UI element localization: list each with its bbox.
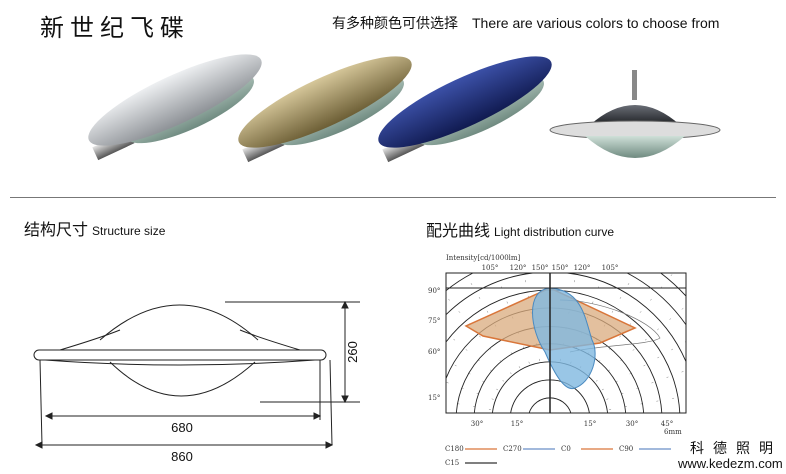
top-angle-label: 150°	[532, 264, 549, 272]
legend-label: C15	[445, 459, 459, 467]
polar-grid-arc	[445, 289, 681, 414]
polar-grid-ray	[606, 370, 687, 400]
dim-height-label: 260	[345, 341, 360, 363]
bottom-angle-label: 45°	[661, 420, 673, 428]
structure-title-en: Structure size	[92, 224, 166, 238]
legend-item: C15	[445, 459, 497, 467]
legend-label: C90	[619, 445, 633, 453]
legend-item: C90	[619, 445, 671, 453]
legend-item: C180	[445, 445, 497, 453]
polar-grid-ray	[595, 305, 687, 382]
intensity-label: Intensity[cd/1000lm]	[446, 254, 521, 262]
website-url[interactable]: www.kedezm.com	[678, 456, 783, 471]
left-angle-label: 15°	[428, 394, 440, 402]
legend-item: C270	[503, 445, 555, 453]
polar-grid-ray	[601, 341, 687, 391]
legend-item: C0	[561, 445, 613, 453]
legend-label: C270	[503, 445, 522, 453]
product-images	[88, 54, 721, 163]
unit-label: 6mm	[664, 428, 682, 436]
top-angle-label: 120°	[574, 264, 591, 272]
top-angle-label: 120°	[510, 264, 527, 272]
structure-drawing: 260 680 860	[33, 300, 360, 464]
polar-grid-arc	[660, 272, 687, 297]
polar-grid-ray	[445, 382, 494, 400]
lamp-silver	[88, 54, 262, 161]
polar-grid-ray	[445, 359, 499, 391]
polar-grid-arc	[626, 272, 687, 326]
legend-label: C0	[561, 445, 571, 453]
bottom-angle-label: 15°	[511, 420, 523, 428]
left-angle-label: 90°	[428, 287, 440, 295]
polar-grid-arc	[567, 272, 687, 362]
polar-grid-ray	[445, 295, 512, 375]
structure-title-cn: 结构尺寸	[24, 220, 89, 239]
polar-grid-ray	[588, 272, 674, 375]
dome-outline	[99, 304, 259, 341]
subtitle: 有多种颜色可供选择 There are various colors to cho…	[332, 13, 719, 33]
left-angle-label: 60°	[428, 348, 440, 356]
light-title-en: Light distribution curve	[494, 225, 615, 239]
top-angle-label: 150°	[552, 264, 569, 272]
dim-total-label: 860	[171, 449, 193, 464]
legend-label: C180	[445, 445, 464, 453]
brand-name: 科德照明	[690, 440, 782, 456]
bowl-outline	[109, 361, 256, 397]
polar-grid-arc	[445, 272, 533, 316]
page-title: 新世纪飞碟	[40, 14, 190, 42]
top-angle-label: 105°	[482, 264, 499, 272]
rim-outline	[33, 349, 327, 361]
curve-c90-c270	[532, 287, 596, 390]
bottom-angle-label: 15°	[584, 420, 596, 428]
lamp-gold	[238, 56, 412, 163]
top-angle-label: 105°	[602, 264, 619, 272]
subtitle-cn: 有多种颜色可供选择	[332, 15, 458, 31]
light-distribution-chart: Intensity[cd/1000lm] 105° 120° 150°150° 120…	[428, 254, 687, 467]
bottom-angle-label: 30°	[626, 420, 638, 428]
dim-inner-label: 680	[171, 420, 193, 435]
bottom-angle-label: 30°	[471, 420, 483, 428]
light-title-cn: 配光曲线	[426, 221, 491, 240]
polar-grid-ray	[445, 401, 491, 410]
divider	[10, 197, 776, 198]
lamp-blue	[378, 56, 552, 163]
left-angle-label: 75°	[428, 317, 440, 325]
curve-c15	[559, 299, 661, 353]
subtitle-en: There are various colors to choose from	[472, 15, 720, 31]
lamp-dark-front	[549, 70, 721, 158]
polar-grid-ray	[445, 332, 505, 382]
polar-grid-ray	[609, 395, 687, 410]
